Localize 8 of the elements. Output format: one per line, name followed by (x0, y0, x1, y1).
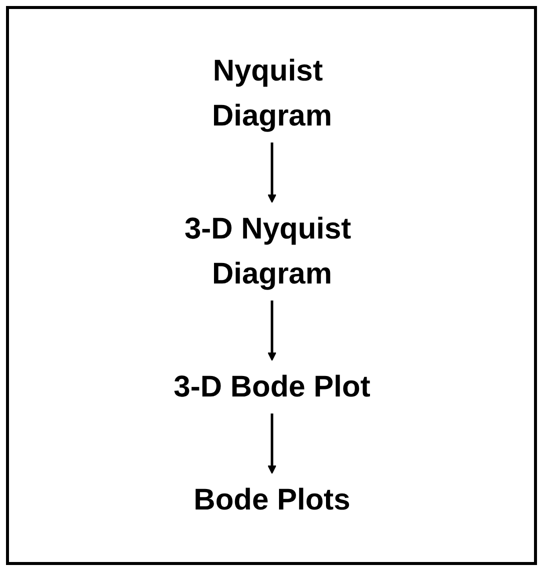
node-text: Bode Plots (193, 484, 350, 516)
arrow (267, 300, 276, 361)
node-text: Nyquist Diagram (211, 54, 332, 132)
frame-border: Nyquist Diagram 3-D Nyquist Diagram 3-D Bode Plot Bode Plots (6, 6, 537, 565)
node-text: 3-D Bode Plot (173, 370, 370, 404)
arrow (267, 142, 276, 203)
arrow (267, 414, 276, 474)
node-text: 3-D Nyquist Diagram (184, 212, 351, 290)
